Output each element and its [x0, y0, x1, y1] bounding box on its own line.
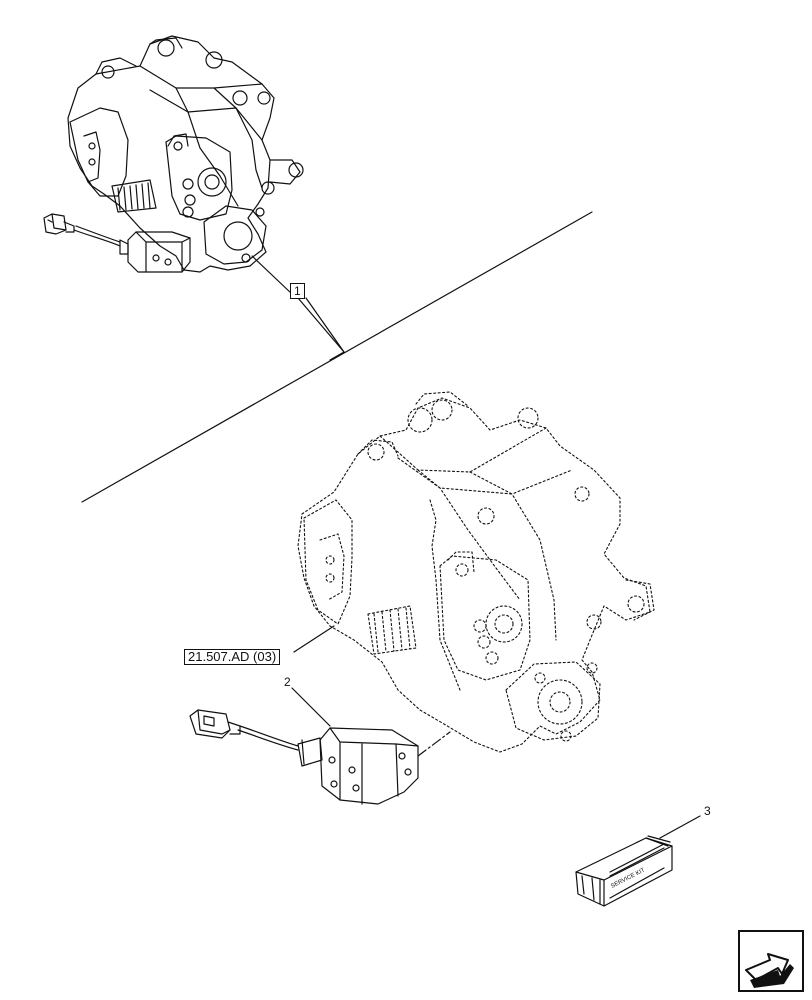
leader-line-ref — [293, 625, 335, 653]
pump-assembly-reference-dotted — [297, 391, 655, 753]
callout-2[interactable]: 2 — [284, 675, 291, 689]
leader-line-3 — [659, 815, 701, 839]
callout-3[interactable]: 3 — [704, 804, 711, 818]
solenoid-valve — [189, 709, 419, 805]
leader-line-1c — [305, 297, 345, 353]
leader-line-2 — [291, 687, 331, 727]
callout-reference[interactable]: 21.507.AD (03) — [184, 649, 281, 665]
alignment-axis — [417, 731, 451, 757]
leader-line-1a — [251, 255, 293, 295]
leader-line-1b — [297, 297, 345, 361]
separator-line — [81, 211, 593, 503]
next-page-button[interactable] — [738, 930, 804, 992]
service-kit-box: SERVICE KIT — [575, 835, 673, 907]
pump-assembly-top — [43, 35, 304, 273]
callout-1[interactable]: 1 — [290, 283, 305, 299]
arrow-next-page-icon — [738, 930, 804, 992]
